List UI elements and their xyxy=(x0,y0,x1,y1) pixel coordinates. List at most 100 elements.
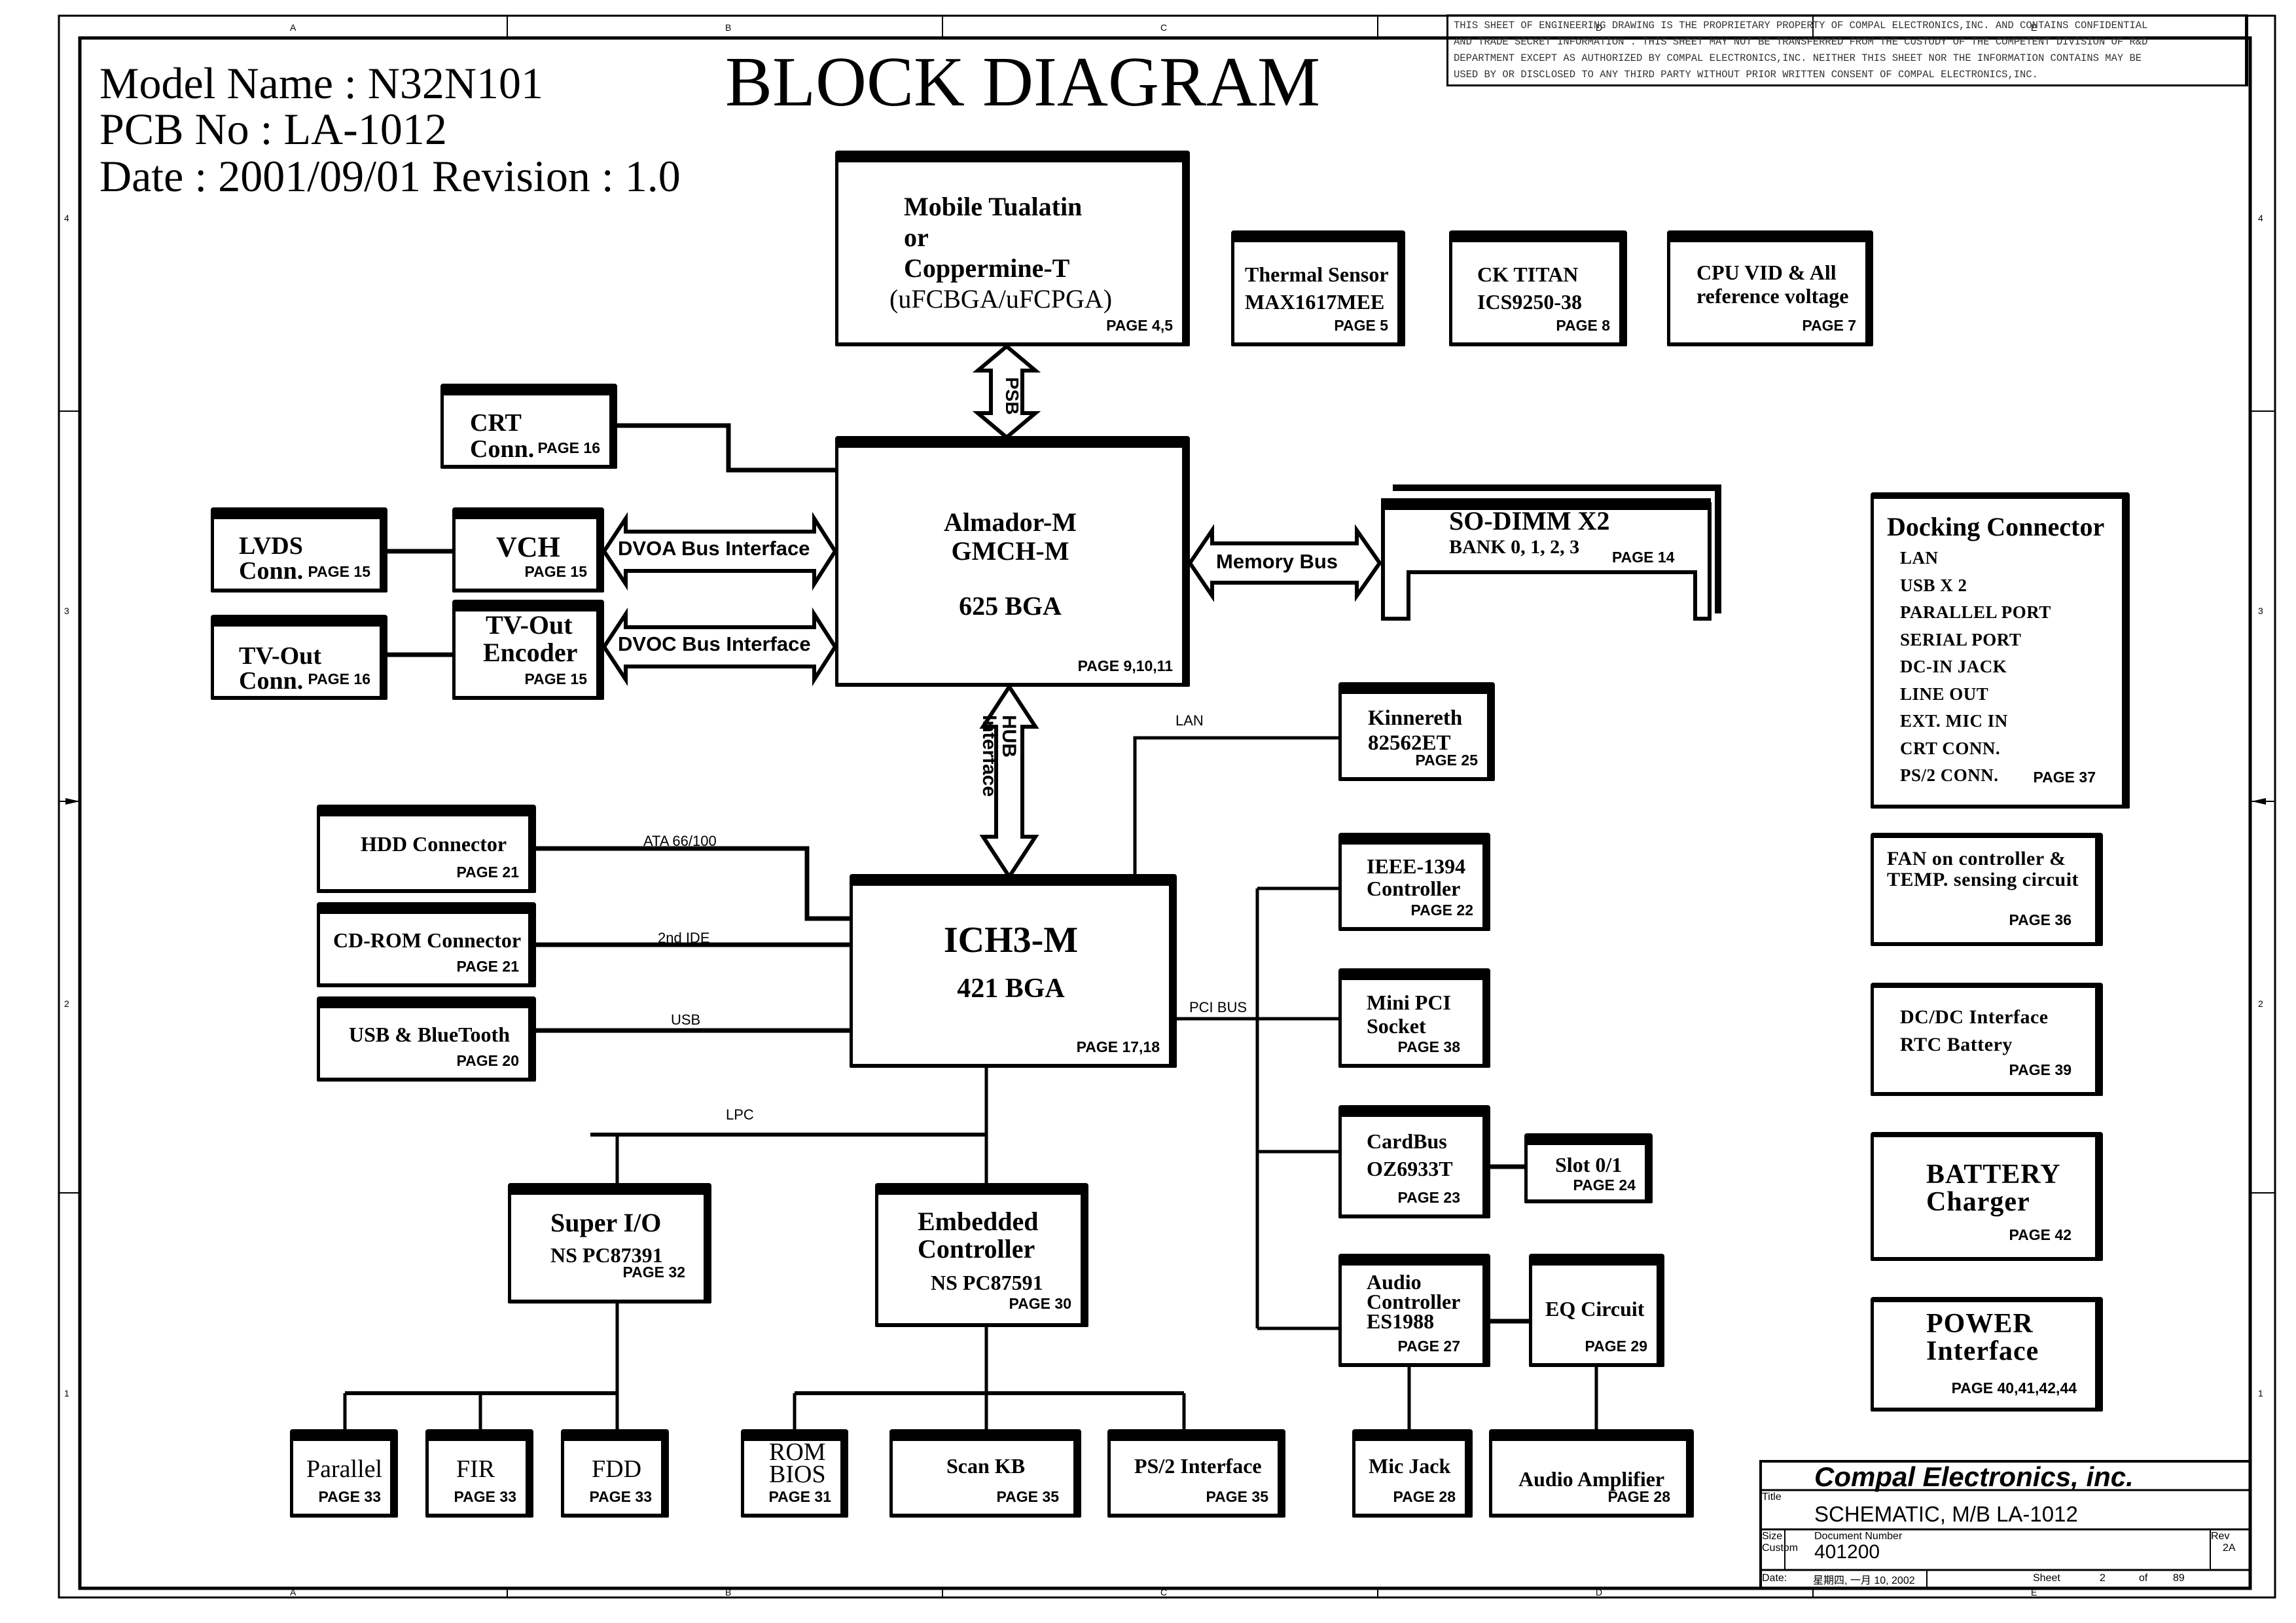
cpu-or: or xyxy=(904,223,929,252)
cardbus-name: CardBus xyxy=(1367,1129,1447,1153)
of-label: of xyxy=(2139,1573,2148,1584)
gmch-type: GMCH-M xyxy=(951,536,1069,566)
ps2-name: PS/2 Interface xyxy=(1134,1454,1262,1478)
sheet-label: Sheet xyxy=(2033,1573,2060,1584)
kinnereth-lan-block[interactable]: Kinnereth 82562ET PAGE 25 xyxy=(1338,682,1495,781)
fan-page-ref: PAGE 36 xyxy=(2009,911,2072,928)
kinnereth-part: 82562ET xyxy=(1368,731,1451,755)
docking-item: SERIAL PORT xyxy=(1900,629,2022,649)
audio-ctl-page-ref: PAGE 27 xyxy=(1397,1338,1460,1355)
lpc-label: LPC xyxy=(726,1106,754,1123)
zone-col-d: D xyxy=(1596,22,1603,33)
notice-line: THIS SHEET OF ENGINEERING DRAWING IS THE… xyxy=(1454,20,2148,31)
tvout-connector-block[interactable]: TV-Out Conn. PAGE 16 xyxy=(211,615,387,700)
audio-ctl-part: ES1988 xyxy=(1367,1309,1435,1333)
cpu-block[interactable]: Mobile Tualatin or Coppermine-T (uFCBGA/… xyxy=(835,151,1190,346)
tvout-enc-line2: Encoder xyxy=(483,638,578,667)
audio-controller-block[interactable]: Audio Controller ES1988 PAGE 27 xyxy=(1338,1254,1490,1367)
hdd-page-ref: PAGE 21 xyxy=(456,864,519,881)
superio-part: NS PC87391 xyxy=(550,1243,663,1267)
clock-name: CK TITAN xyxy=(1477,263,1579,286)
sheet-number: 2 xyxy=(2100,1573,2106,1584)
ieee1394-block[interactable]: IEEE-1394 Controller PAGE 22 xyxy=(1338,833,1490,931)
slot-block[interactable]: Slot 0/1 PAGE 24 xyxy=(1524,1133,1653,1203)
embedded-controller-block[interactable]: Embedded Controller NS PC87591 PAGE 30 xyxy=(875,1183,1088,1327)
notice-line: DEPARTMENT EXCEPT AS AUTHORIZED BY COMPA… xyxy=(1454,52,2142,64)
hdd-connector-block[interactable]: HDD Connector PAGE 21 xyxy=(317,805,536,893)
title-block-lines xyxy=(1759,1460,2251,1590)
zone-row-3-right: 3 xyxy=(2258,606,2263,616)
hdd-name: HDD Connector xyxy=(361,832,507,856)
memory-bus-label: Memory Bus xyxy=(1216,550,1338,573)
power-interface-block[interactable]: POWER Interface PAGE 40,41,42,44 xyxy=(1871,1297,2103,1412)
clock-generator-block[interactable]: CK TITAN ICS9250-38 PAGE 8 xyxy=(1449,230,1627,346)
superio-block[interactable]: Super I/O NS PC87391 PAGE 32 xyxy=(508,1183,711,1304)
fir-block[interactable]: FIR PAGE 33 xyxy=(425,1429,533,1518)
zone-col-b: B xyxy=(725,22,732,33)
mic-jack-block[interactable]: Mic Jack PAGE 28 xyxy=(1352,1429,1473,1518)
audioamp-page-ref: PAGE 28 xyxy=(1607,1488,1670,1505)
cpu-vid-block[interactable]: CPU VID & All reference voltage PAGE 7 xyxy=(1667,230,1873,346)
cdrom-connector-block[interactable]: CD-ROM Connector PAGE 21 xyxy=(317,902,536,987)
rev-value: 2A xyxy=(2223,1542,2236,1554)
sodimm-block[interactable]: SO-DIMM X2 BANK 0, 1, 2, 3 xyxy=(1449,508,1610,560)
tvout-encoder-block[interactable]: TV-Out Encoder PAGE 15 xyxy=(452,600,604,700)
dcdc-interface-block[interactable]: DC/DC Interface RTC Battery PAGE 39 xyxy=(1871,983,2103,1096)
scankb-name: Scan KB xyxy=(946,1454,1026,1478)
vch-name: VCH xyxy=(496,531,560,563)
ps2-interface-block[interactable]: PS/2 Interface PAGE 35 xyxy=(1107,1429,1285,1518)
ec-line1: Embedded xyxy=(918,1207,1039,1236)
scan-kb-block[interactable]: Scan KB PAGE 35 xyxy=(889,1429,1081,1518)
minipci-block[interactable]: Mini PCI Socket PAGE 38 xyxy=(1338,968,1490,1068)
ps2-page-ref: PAGE 35 xyxy=(1206,1488,1268,1505)
power-line1: POWER xyxy=(1926,1309,2034,1339)
cardbus-page-ref: PAGE 23 xyxy=(1397,1189,1460,1206)
parallel-block[interactable]: Parallel PAGE 33 xyxy=(290,1429,398,1518)
zone-row-4: 4 xyxy=(64,213,69,223)
battery-page-ref: PAGE 42 xyxy=(2009,1226,2072,1243)
audio-amplifier-block[interactable]: Audio Amplifier PAGE 28 xyxy=(1489,1429,1694,1518)
fdd-block[interactable]: FDD PAGE 33 xyxy=(561,1429,669,1518)
usb-bluetooth-block[interactable]: USB & BlueTooth PAGE 20 xyxy=(317,996,536,1082)
ich3m-block[interactable]: ICH3-M 421 BGA PAGE 17,18 xyxy=(850,874,1177,1068)
micjack-name: Mic Jack xyxy=(1369,1454,1451,1478)
fan-control-block[interactable]: FAN on controller & TEMP. sensing circui… xyxy=(1871,833,2103,946)
docking-connector-block[interactable]: Docking Connector LAN USB X 2 PARALLEL P… xyxy=(1871,492,2130,809)
ieee1394-page-ref: PAGE 22 xyxy=(1410,902,1473,919)
usb-bt-page-ref: PAGE 20 xyxy=(456,1052,519,1069)
cardbus-block[interactable]: CardBus OZ6933T PAGE 23 xyxy=(1338,1105,1490,1218)
gmch-package: 625 BGA xyxy=(959,591,1062,621)
crt-connector-block[interactable]: CRT Conn. PAGE 16 xyxy=(440,384,617,469)
eq-circuit-block[interactable]: EQ Circuit PAGE 29 xyxy=(1529,1254,1664,1367)
thermal-name: Thermal Sensor xyxy=(1245,263,1389,286)
vch-page-ref: PAGE 15 xyxy=(524,563,587,580)
vch-block[interactable]: VCH PAGE 15 xyxy=(452,507,604,593)
superio-page-ref: PAGE 32 xyxy=(622,1264,685,1281)
thermal-sensor-block[interactable]: Thermal Sensor MAX1617MEE PAGE 5 xyxy=(1231,230,1405,346)
rombios-page-ref: PAGE 31 xyxy=(768,1488,831,1505)
gmch-block[interactable]: Almador-M GMCH-M 625 BGA PAGE 9,10,11 xyxy=(835,436,1190,687)
page-title: BLOCK DIAGRAM xyxy=(725,43,1321,121)
battery-line1: BATTERY xyxy=(1926,1159,2061,1190)
hub-label-line2: Interface xyxy=(978,715,1000,797)
title-label: Title xyxy=(1762,1491,1782,1503)
rom-line1: ROM xyxy=(769,1438,826,1466)
battery-charger-block[interactable]: BATTERY Charger PAGE 42 xyxy=(1871,1132,2103,1261)
rombios-block[interactable]: ROM BIOS PAGE 31 xyxy=(741,1429,848,1518)
kinnereth-page-ref: PAGE 25 xyxy=(1415,752,1478,769)
gmch-page-ref: PAGE 9,10,11 xyxy=(1077,657,1173,674)
lvds-connector-block[interactable]: LVDS Conn. PAGE 15 xyxy=(211,507,387,593)
thermal-part: MAX1617MEE xyxy=(1245,290,1385,314)
docking-item: USB X 2 xyxy=(1900,575,1967,595)
size-value: Custom xyxy=(1762,1542,1799,1554)
zone-col-c: C xyxy=(1160,22,1168,33)
dvoc-label: DVOC Bus Interface xyxy=(618,632,811,655)
lvds-line1: LVDS xyxy=(239,532,303,560)
docking-item: PS/2 CONN. xyxy=(1900,765,1999,785)
docking-page-ref: PAGE 37 xyxy=(2033,769,2096,786)
docking-item: PARALLEL PORT xyxy=(1900,602,2051,622)
micjack-page-ref: PAGE 28 xyxy=(1393,1488,1456,1505)
connections xyxy=(343,423,1598,1432)
ich-package: 421 BGA xyxy=(957,973,1065,1004)
hub-label: HUB Interface xyxy=(978,715,1020,797)
